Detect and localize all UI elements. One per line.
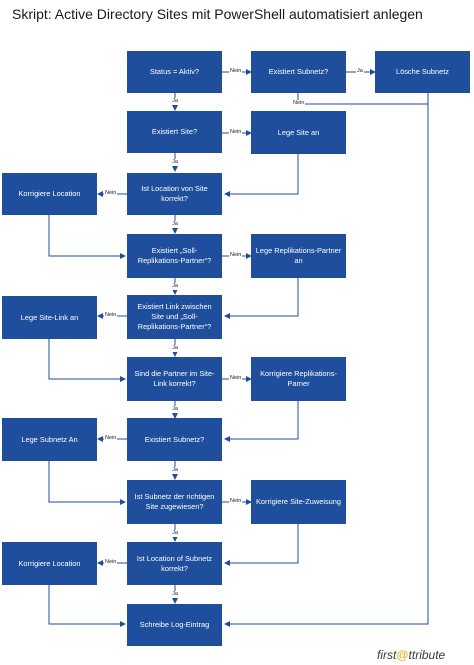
edge-label-nein: Nein xyxy=(104,435,118,442)
node-korrigiere-replikations-partner: Korrigiere Replikations-Parner xyxy=(251,357,346,401)
logo-text-ttribute: ttribute xyxy=(408,648,446,662)
edge-label-nein: Nein xyxy=(104,312,118,319)
node-lege-replikations-partner: Lege Replikations-Partner an xyxy=(251,234,346,278)
edge-label-nein: Nein xyxy=(104,559,118,566)
edge-label-ja: Ja xyxy=(171,98,179,105)
node-existiert-subnetz-2: Existiert Subnetz? xyxy=(127,418,222,461)
edge-label-ja: Ja xyxy=(171,283,179,290)
node-existiert-link: Existiert Link zwischen Site und „Soll-R… xyxy=(127,295,222,339)
node-korrigiere-location-1: Korrigiere Location xyxy=(2,173,97,215)
diagram-title: Skript: Active Directory Sites mit Power… xyxy=(12,6,423,22)
node-loesche-subnetz: Lösche Subnetz xyxy=(375,51,470,93)
node-status-aktiv: Status = Aktiv? xyxy=(127,51,222,93)
logo-at-sign: @ xyxy=(396,648,409,662)
node-existiert-soll-partner: Existiert „Soll-Replikations-Partner“? xyxy=(127,234,222,278)
edge-label-nein: Nein xyxy=(229,252,243,259)
brand-logo: first@ttribute xyxy=(377,648,469,662)
edge-label-nein: Nein xyxy=(229,375,243,382)
edge-label-nein: Nein xyxy=(292,100,306,107)
node-sind-partner-korrekt: Sind die Partner im Site-Link korrekt? xyxy=(127,357,222,401)
node-korrigiere-site-zuweisung: Korrigiere Site-Zuweisung xyxy=(251,480,346,524)
edge-label-ja: Ja xyxy=(171,345,179,352)
edge-label-ja: Ja xyxy=(356,68,364,75)
edge-label-ja: Ja xyxy=(171,406,179,413)
edge-label-ja: Ja xyxy=(171,591,179,598)
node-existiert-site: Existiert Site? xyxy=(127,111,222,153)
edge-label-ja: Ja xyxy=(171,530,179,537)
node-lege-site-link: Lege Site-Link an xyxy=(2,296,97,339)
edge-label-ja: Ja xyxy=(171,467,179,474)
edge-label-ja: Ja xyxy=(171,159,179,166)
edge-label-nein: Nein xyxy=(229,498,243,505)
edge-label-nein: Nein xyxy=(229,129,243,136)
node-ist-subnetz-zugewiesen: Ist Subnetz der richtigen Site zugewiese… xyxy=(127,480,222,524)
node-lege-subnetz: Lege Subnetz An xyxy=(2,418,97,461)
node-schreibe-log: Schreibe Log-Eintrag xyxy=(127,604,222,646)
edge-label-nein: Nein xyxy=(104,190,118,197)
node-existiert-subnetz-1: Existiert Subnetz? xyxy=(251,51,346,93)
edge-label-nein: Nein xyxy=(229,68,243,75)
logo-text-first: first xyxy=(377,648,397,662)
node-ist-location-subnetz: Ist Location of Subnetz korrekt? xyxy=(127,542,222,585)
node-korrigiere-location-2: Korrigiere Location xyxy=(2,542,97,585)
node-lege-site-an: Lege Site an xyxy=(251,111,346,154)
node-ist-location-site: Ist Location von Site korrekt? xyxy=(127,173,222,215)
edge-label-ja: Ja xyxy=(171,221,179,228)
